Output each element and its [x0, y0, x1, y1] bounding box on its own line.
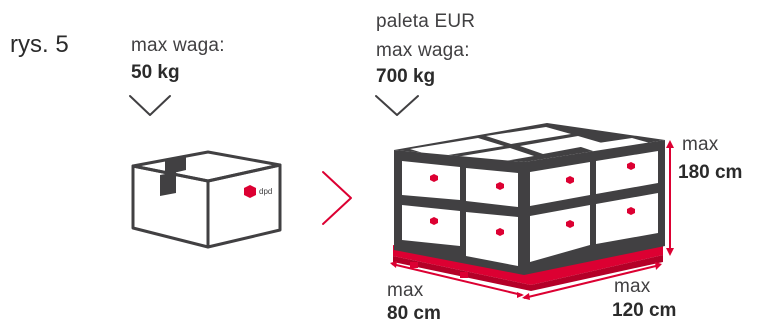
chevron-down-icon — [129, 95, 171, 116]
pallet-length-value: 120 cm — [612, 300, 677, 321]
pallet-weight-value: 700 kg — [376, 66, 436, 87]
pallet-weight-label: max waga: — [376, 40, 470, 61]
pallet-height-label: max — [682, 134, 719, 155]
width-arrow — [390, 261, 524, 298]
box-weight-label: max waga: — [131, 35, 225, 56]
height-arrow — [666, 140, 674, 256]
chevron-down-icon — [375, 95, 419, 116]
pallet-length-label: max — [614, 276, 651, 297]
pallet-height-value: 180 cm — [678, 162, 743, 183]
svg-text:dpd: dpd — [259, 187, 272, 196]
length-arrow — [522, 262, 662, 300]
dpd-logo-icon — [430, 162, 635, 236]
dpd-logo-icon: dpd — [244, 185, 272, 198]
figure-label: rys. 5 — [10, 31, 69, 58]
pallet-width-label: max — [387, 280, 424, 301]
pallet-width-value: 80 cm — [387, 303, 441, 324]
chevron-right-icon — [322, 171, 352, 225]
box-icon: dpd — [131, 150, 282, 249]
pallet-icon — [393, 123, 665, 291]
pallet-type-label: paleta EUR — [376, 11, 476, 32]
box-weight-value: 50 kg — [131, 62, 180, 83]
